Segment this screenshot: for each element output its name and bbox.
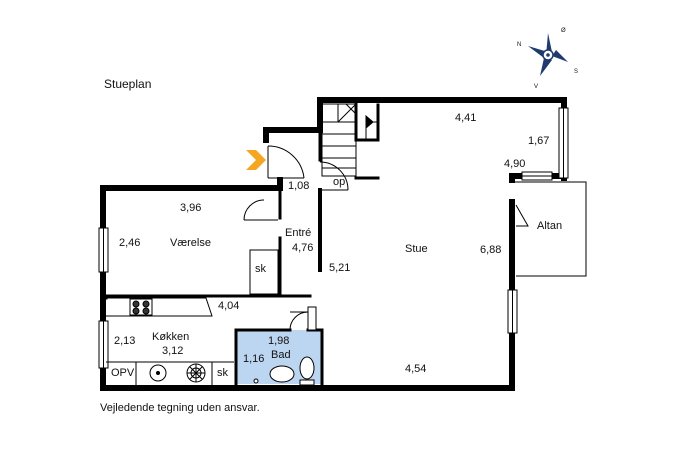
dim-688: 6,88 [480,244,502,256]
dim-116: 1,16 [243,353,265,365]
room-vaerelse: Værelse [170,237,211,249]
dim-246: 2,46 [119,237,141,249]
kitchen-counter [106,297,234,386]
label-sk-vaerelse: sk [255,263,266,275]
room-koekken: Køkken [152,331,190,343]
bathroom-fixtures [253,356,315,386]
dim-490: 4,90 [504,158,526,170]
balcony-outline [514,181,587,277]
dim-167: 1,67 [528,135,550,147]
compass-o: Ø [561,28,566,34]
compass-icon [528,33,568,76]
wardrobe-vaerelse [249,249,279,295]
dim-404: 4,04 [218,300,240,312]
dim-454: 4,54 [405,363,427,375]
room-entre: Entré [285,227,312,239]
disclaimer: Vejledende tegning uden ansvar. [100,402,260,414]
dim-312: 3,12 [162,345,184,357]
compass-v: V [534,84,539,90]
dim-198: 1,98 [268,335,290,347]
room-bad: Bad [271,349,291,361]
plan-title: Stueplan [104,77,152,91]
windows [98,107,569,369]
dim-396: 3,96 [180,202,202,214]
compass-n: N [517,42,522,48]
label-opv: OPV [111,367,135,379]
door-swings [243,145,349,331]
dim-213: 2,13 [114,335,136,347]
entry-arrow-icon [246,150,266,170]
staircase [321,103,378,177]
dim-521: 5,21 [329,262,351,274]
label-sk-koekken: sk [217,367,228,379]
room-altan: Altan [537,220,563,232]
label-op: op [333,176,346,188]
dim-441: 4,41 [455,112,477,124]
dim-476: 4,76 [292,242,314,254]
dim-108: 1,08 [288,180,310,192]
room-stue: Stue [405,243,428,255]
compass-s: S [574,69,579,75]
